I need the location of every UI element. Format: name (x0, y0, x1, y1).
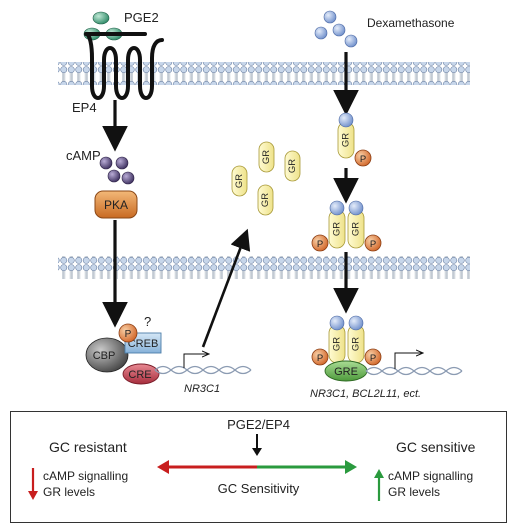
sensitivity-double-arrow (157, 460, 357, 474)
cbp-label: CBP (93, 350, 116, 362)
dna-right (365, 366, 463, 376)
gene-left-label: NR3C1 (184, 383, 220, 395)
legend-box: PGE2/EP4 GC resistant cAMP signalling GR… (10, 411, 507, 523)
svg-text:GR: GR (234, 174, 245, 188)
gr-monomer: GR P (337, 112, 372, 167)
gc-sensitivity-label: GC Sensitivity (217, 481, 300, 496)
legend-down-arrow (252, 434, 262, 456)
right-line2: GR levels (388, 485, 441, 499)
gr-dimer-cytoplasm: GR GR P P (311, 200, 382, 252)
legend-title: PGE2/EP4 (227, 417, 290, 432)
svg-text:GR: GR (332, 337, 343, 351)
green-up-arrow-icon (374, 469, 384, 501)
gre-label: GRE (334, 366, 358, 378)
camp-label: cAMP (66, 148, 101, 163)
svg-text:P: P (360, 154, 366, 165)
left-line1: cAMP signalling (43, 469, 129, 483)
gc-sensitive-title: GC sensitive (396, 439, 476, 455)
svg-text:P: P (317, 353, 323, 364)
phospho-creb-label: P (125, 329, 132, 340)
tss-arrow-right (394, 353, 422, 369)
ep4-label: EP4 (72, 100, 97, 115)
arrow-nr3c1-to-gr (201, 228, 251, 348)
red-down-arrow-icon (28, 468, 38, 500)
pge2-label: PGE2 (124, 10, 159, 25)
dna-left (154, 365, 252, 375)
svg-text:P: P (370, 239, 376, 250)
cytoplasm-gr-group: GR GR GR GR (231, 141, 301, 216)
cre-shape (122, 363, 160, 385)
question-mark: ? (144, 314, 151, 329)
svg-text:GR: GR (341, 133, 352, 147)
svg-text:GR: GR (351, 222, 362, 236)
gr-dimer-nucleus: GR GR P P (311, 315, 382, 366)
phospho-creb (118, 323, 138, 343)
camp-molecules (99, 156, 135, 185)
pka-label: PKA (104, 198, 128, 212)
right-line1: cAMP signalling (388, 469, 474, 483)
signalling-diagram: PGE2 EP4 cAMP PKA CBP CREB CRE P ? NR3C1… (58, 10, 470, 400)
svg-text:GR: GR (260, 193, 271, 207)
svg-text:GR: GR (287, 159, 298, 173)
cre-label: CRE (128, 369, 151, 381)
nuclear-membrane (58, 256, 470, 279)
svg-text:P: P (370, 353, 376, 364)
left-line2: GR levels (43, 485, 96, 499)
gene-right-label: NR3C1, BCL2L11, ect. (310, 388, 421, 400)
ep4-receptor (84, 32, 164, 100)
svg-text:GR: GR (261, 150, 272, 164)
svg-text:P: P (317, 239, 323, 250)
cbp-shape (85, 337, 129, 373)
pka-box (94, 190, 138, 219)
svg-text:GR: GR (351, 337, 362, 351)
tss-arrow-left (183, 354, 208, 368)
plasma-membrane (58, 62, 470, 85)
dexamethasone-molecules (314, 10, 358, 48)
gre-shape (324, 360, 368, 382)
gc-resistant-title: GC resistant (49, 439, 127, 455)
dexamethasone-label: Dexamethasone (367, 16, 455, 30)
svg-text:GR: GR (332, 222, 343, 236)
creb-label: CREB (128, 338, 159, 350)
